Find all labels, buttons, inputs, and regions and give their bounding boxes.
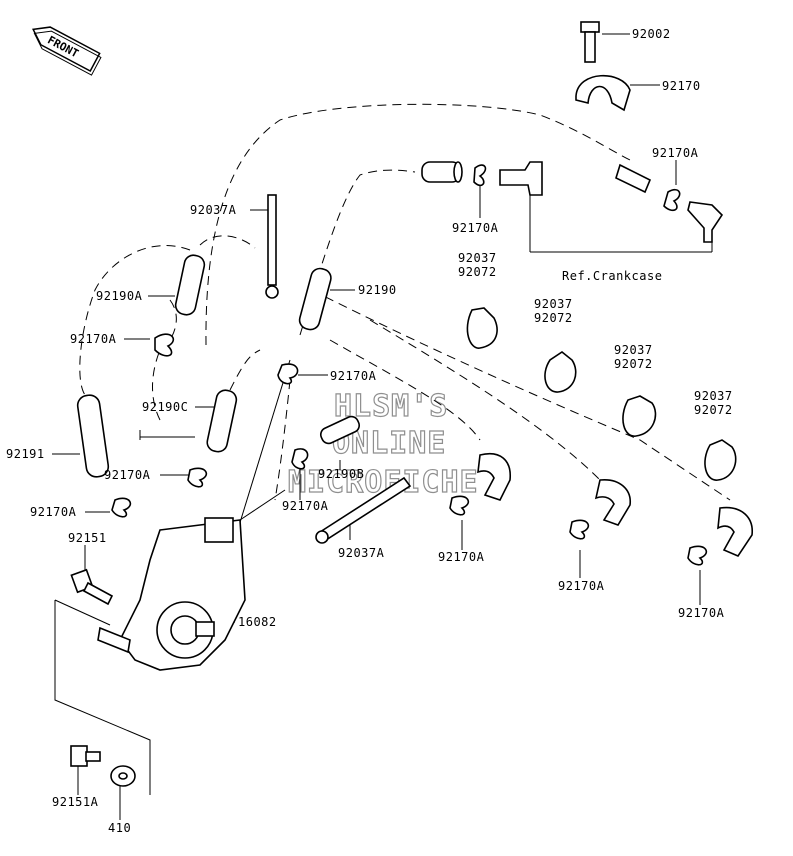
pipe-92037A-bottom [315,476,412,544]
part-labels: 92002 92170 92170A 92037A 92170A 92190A … [6,27,733,835]
label-92002: 92002 [632,27,671,41]
hose-pipe-right [615,163,652,194]
label-92191: 92191 [6,447,45,461]
bolt-92151A [70,745,101,767]
pipe-92037A-top [265,194,279,299]
clip-92170A-l2 [187,467,208,488]
hose-92190B [319,415,361,445]
hose-92190A [174,254,206,316]
clamps-92037-92072 [466,307,737,481]
label-92170A-r1: 92170A [652,146,699,160]
label-92072-a: 92072 [458,265,497,279]
label-92190: 92190 [358,283,397,297]
elbow-fitting-upper [499,161,543,196]
label-92151A: 92151A [52,795,99,809]
elbow-fitting-right [687,201,724,243]
label-16082: 16082 [238,615,277,629]
label-92037A-bottom: 92037A [338,546,385,560]
label-92151: 92151 [68,531,107,545]
washer-410 [110,765,136,787]
label-92037A-top: 92037A [190,203,237,217]
label-92037-b: 92037 [534,297,573,311]
hose-92191 [76,394,110,478]
bolt-92002 [580,21,600,63]
clip-upper-1 [473,164,487,187]
ref-crankcase-label: Ref.Crankcase [562,269,662,283]
label-92037-d: 92037 [694,389,733,403]
bolt-92151 [70,568,114,606]
clip-right [663,188,681,212]
label-92170A-mid: 92170A [452,221,499,235]
hose-92190C [206,389,238,453]
label-92170A-l2: 92170A [104,468,151,482]
fuel-pump-16082 [97,517,246,671]
label-410: 410 [108,821,131,835]
clip-92170A-l3 [111,497,132,518]
label-92170A-b3: 92170A [678,606,725,620]
hose-pipe-upper [421,161,463,183]
clamp-92170 [575,74,631,112]
label-92037-c: 92037 [614,343,653,357]
label-92170A-l3: 92170A [30,505,77,519]
label-92037-a: 92037 [458,251,497,265]
label-92170-top: 92170 [662,79,701,93]
clips-lower [449,495,708,566]
clip-92170A-c2 [291,448,309,470]
elbow-hoses-lower [477,453,753,557]
hose-92190 [298,267,332,331]
front-arrow-badge: FRONT [32,26,102,76]
label-92170A-c2: 92170A [282,499,329,513]
label-92170A-b1: 92170A [438,550,485,564]
label-92190C: 92190C [142,400,188,414]
label-92170A-l1: 92170A [70,332,117,346]
label-92072-b: 92072 [534,311,573,325]
label-92190B: 92190B [318,467,364,481]
label-92170A-b2: 92170A [558,579,605,593]
label-92190A: 92190A [96,289,143,303]
watermark: HLSM'S ONLINE MICROFICHE [287,388,478,500]
label-92170A-c1: 92170A [330,369,377,383]
clip-92170A-l1 [154,333,174,357]
label-92072-c: 92072 [614,357,653,371]
clip-92170A-c1 [277,363,299,385]
label-92072-d: 92072 [694,403,733,417]
